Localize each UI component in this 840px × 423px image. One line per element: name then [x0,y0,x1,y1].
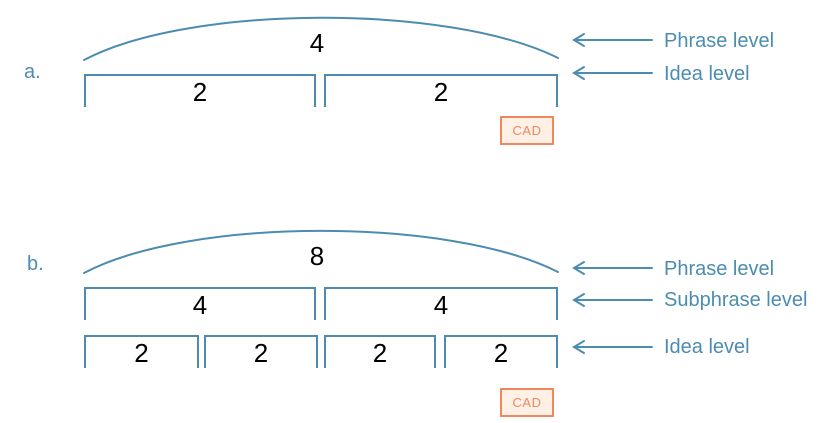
idea-duration-value: 2 [372,338,388,368]
idea-bracket: 2 [204,335,318,368]
subphrase-duration-value: 4 [192,290,208,320]
phrase-duration-value: 4 [309,28,325,58]
phrase-arc [83,16,559,61]
idea-bracket: 2 [84,335,199,368]
phrase-duration-value: 8 [309,241,325,271]
subphrase-bracket: 4 [84,287,316,320]
idea-bracket: 2 [324,335,436,368]
idea-bracket: 2 [84,74,316,107]
idea-duration-value: 2 [134,338,149,368]
idea-bracket: 2 [324,74,558,107]
cadence-box: CAD [500,116,554,145]
phrase-level-label: Phrase level [664,30,775,52]
cadence-label: CAD [512,395,542,410]
left-arrow-icon [572,66,653,80]
subphrase-level-label: Subphrase level [664,289,808,311]
left-arrow-icon [572,293,653,307]
section-b-label: b. [27,253,44,275]
idea-duration-value: 2 [192,77,208,107]
idea-bracket: 2 [444,335,558,368]
left-arrow-icon [572,33,653,47]
left-arrow-icon [572,340,653,354]
idea-duration-value: 2 [493,338,509,368]
left-arrow-icon [572,261,653,275]
subphrase-duration-value: 4 [433,290,449,320]
section-a-label: a. [24,61,41,83]
phrase-arc [83,229,559,274]
idea-duration-value: 2 [433,77,449,107]
phrase-level-label: Phrase level [664,258,775,280]
idea-level-label: Idea level [664,63,750,85]
idea-level-label: Idea level [664,336,750,358]
subphrase-bracket: 4 [324,287,558,320]
idea-duration-value: 2 [253,338,269,368]
cadence-box: CAD [500,388,554,417]
cadence-label: CAD [512,123,542,138]
